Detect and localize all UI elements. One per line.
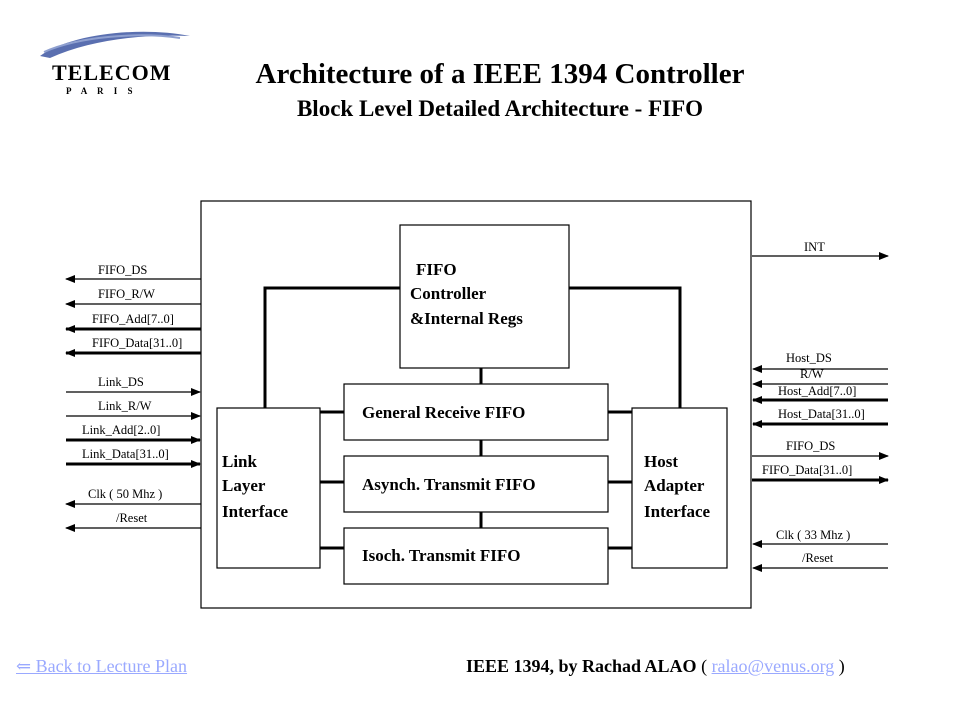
host-adapter-line-2: Adapter (644, 476, 705, 495)
logo-subtext: P A R I S (66, 86, 137, 96)
fifo-controller-block (399, 224, 570, 369)
left-signal-arrows (65, 275, 201, 532)
link-layer-line-1: Link (222, 452, 258, 471)
right-signal-arrows (752, 252, 889, 572)
isoch-transmit-fifo-label: Isoch. Transmit FIFO (362, 546, 521, 565)
signal-reset-left: /Reset (116, 511, 148, 525)
host-adapter-interface-block (631, 407, 728, 569)
footer-open-paren: ( (701, 656, 708, 676)
telecom-paris-logo: TELECOM P A R I S (40, 31, 190, 96)
signal-clk-left: Clk ( 50 Mhz ) (88, 487, 162, 501)
signal-host-add: Host_Add[7..0] (778, 384, 856, 398)
link-layer-line-3: Interface (222, 502, 289, 521)
footer-credit-text: IEEE 1394, by Rachad ALAO (466, 656, 697, 676)
async-transmit-fifo-label: Asynch. Transmit FIFO (362, 475, 536, 494)
signal-reset-right: /Reset (802, 551, 834, 565)
fifo-controller-line-2: Controller (410, 284, 487, 303)
signal-fifo-data-right: FIFO_Data[31..0] (762, 463, 852, 477)
signal-fifo-add-left: FIFO_Add[7..0] (92, 312, 174, 326)
signal-fifo-ds-left: FIFO_DS (98, 263, 147, 277)
general-receive-fifo-label: General Receive FIFO (362, 403, 525, 422)
page-subtitle: Block Level Detailed Architecture - FIFO (296, 96, 704, 121)
fifo-controller-line-1: FIFO (416, 260, 457, 279)
email-link[interactable]: ralao@venus.org (711, 656, 835, 676)
signal-fifo-rw-left: FIFO_R/W (98, 287, 155, 301)
signal-link-rw: Link_R/W (98, 399, 152, 413)
footer-credit: IEEE 1394, by Rachad ALAO ( ralao@venus.… (466, 656, 845, 677)
footer-close-paren: ) (838, 656, 845, 676)
signal-host-data: Host_Data[31..0] (778, 407, 865, 421)
svg-text:Link Layer Interface: Link Layer Interface (222, 452, 289, 521)
isoch-transmit-fifo-block (343, 527, 609, 585)
signal-link-add: Link_Add[2..0] (82, 423, 160, 437)
svg-text:FIFO Controller &Inter: FIFO Controller &Internal Regs (410, 260, 523, 328)
internal-bus (263, 286, 682, 550)
fifo-controller-line-3: &Internal Regs (410, 309, 523, 328)
back-to-lecture-plan-link[interactable]: ⇐ Back to Lecture Plan (16, 656, 188, 676)
svg-text:Host Adapter Interface: Host Adapter Interface (644, 452, 711, 521)
signal-clk-right: Clk ( 33 Mhz ) (776, 528, 850, 542)
signal-int: INT (804, 240, 825, 254)
host-adapter-line-1: Host (644, 452, 678, 471)
signal-rw-right: R/W (800, 367, 824, 381)
signal-host-ds: Host_DS (786, 351, 832, 365)
signal-fifo-ds-right: FIFO_DS (786, 439, 835, 453)
logo-wordmark: TELECOM (52, 60, 171, 85)
link-layer-interface-block (216, 407, 321, 569)
page-title: Architecture of a IEEE 1394 Controller (255, 58, 745, 90)
logo-swoosh-2 (43, 34, 181, 53)
async-transmit-fifo-block (343, 455, 609, 513)
host-adapter-line-3: Interface (644, 502, 711, 521)
link-layer-line-2: Layer (222, 476, 266, 495)
signal-link-data: Link_Data[31..0] (82, 447, 169, 461)
general-receive-fifo-block (343, 383, 609, 441)
signal-link-ds: Link_DS (98, 375, 144, 389)
signal-fifo-data-left: FIFO_Data[31..0] (92, 336, 182, 350)
